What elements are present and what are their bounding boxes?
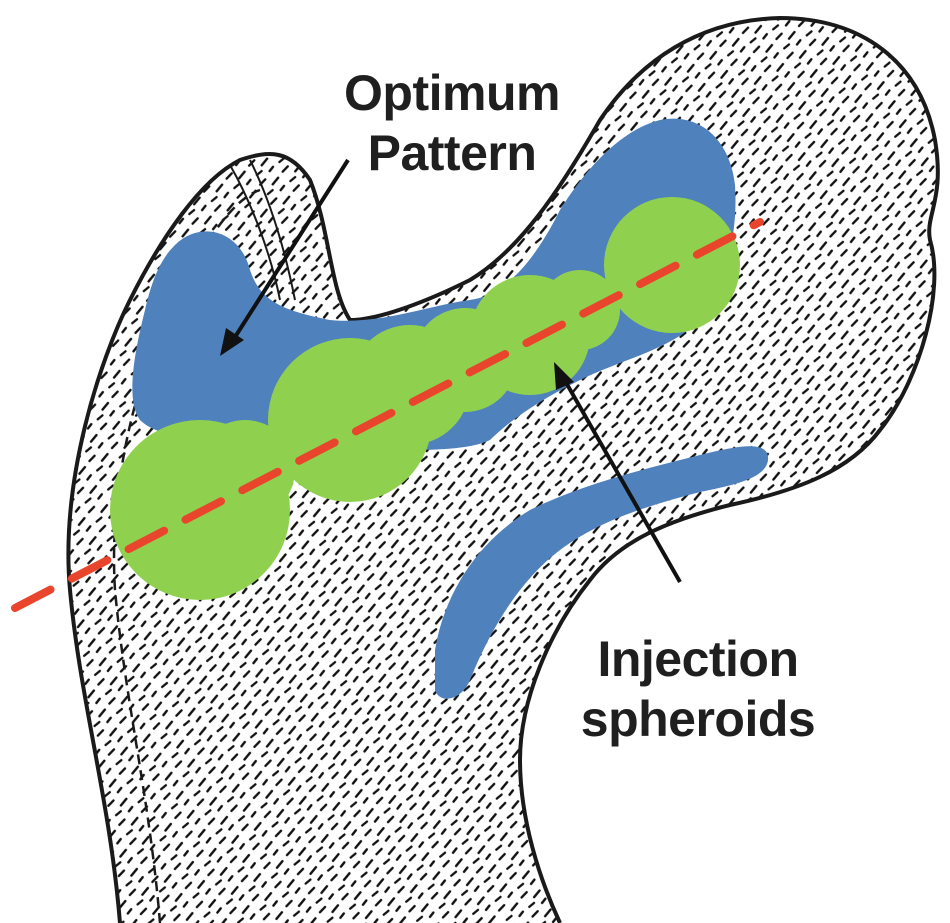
injection-spheroids-label-line2: spheroids [581, 691, 815, 747]
optimum-pattern-label-line2: Pattern [368, 125, 537, 181]
optimum-pattern-label-line1: Optimum [344, 65, 560, 121]
injection-spheroids-label-line1: Injection [597, 631, 798, 687]
